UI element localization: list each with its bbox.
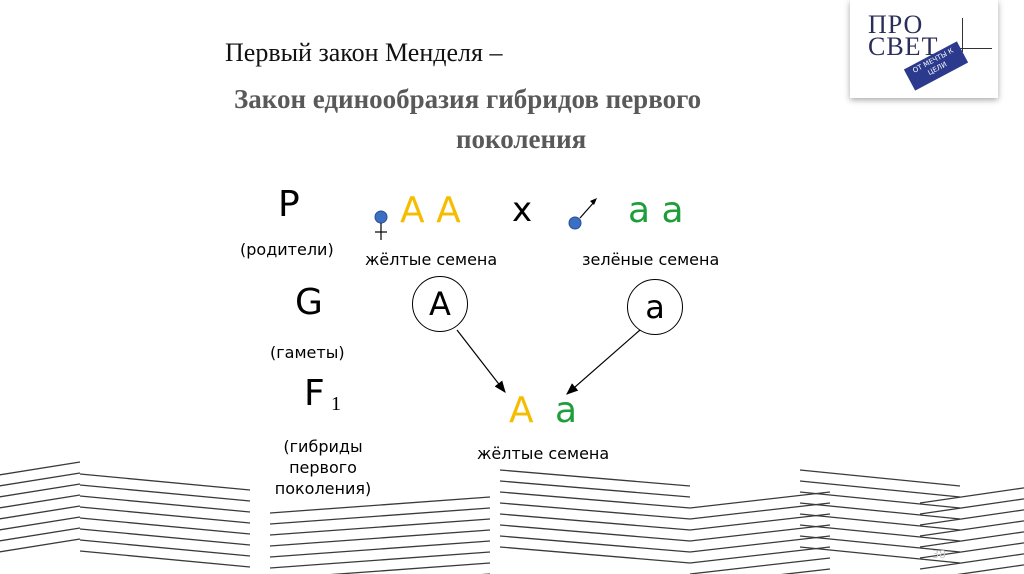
g-caption: (гаметы) [270,343,345,362]
offspring-trait: жёлтые семена [477,444,610,463]
offspring-allele-dominant: А [509,390,534,431]
f-subscript: 1 [331,393,341,415]
female-trait: жёлтые семена [365,250,498,269]
f-caption-3: поколения) [274,479,372,498]
g-symbol: G [295,282,323,323]
f-caption-1: (гибриды [283,437,363,456]
p-symbol: P [278,184,300,225]
page-number: 38 [932,548,946,561]
female-gamete: А [412,276,468,332]
logo-line1: ПРО [868,10,924,39]
slide-title: Первый закон Менделя – [225,38,503,67]
cross-sign: х [512,190,533,230]
prosvet-logo: ПРО СВЕТ ОТ МЕЧТЫ К ЦЕЛИ [850,0,998,98]
male-gamete-label: а [645,288,665,326]
slide-subtitle-line2: поколения [456,124,587,154]
female-gamete-label: А [429,285,451,323]
offspring-allele-recessive: а [555,390,578,431]
p-caption: (родители) [240,240,334,259]
male-genotype: а а [628,190,684,231]
slide-subtitle-line1: Закон единообразия гибридов первого [234,84,702,114]
male-gamete: а [627,279,683,335]
logo-line2: СВЕТ [868,32,939,61]
female-genotype: А А [400,190,461,231]
male-trait: зелёные семена [582,250,720,269]
f-symbol: F [304,373,325,414]
f-caption-2: первого [289,458,357,477]
